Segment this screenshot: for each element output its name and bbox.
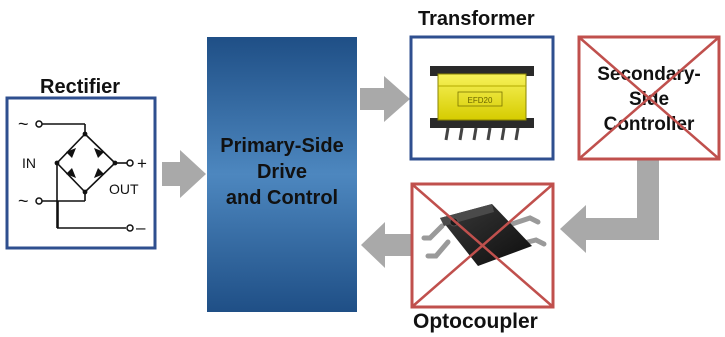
out-label: OUT (109, 181, 139, 197)
arrow-secondary-to-optocoupler (560, 160, 659, 253)
ac-symbol-bottom: ~ (18, 191, 29, 211)
transformer-title: Transformer (418, 8, 535, 30)
ac-symbol-top: ~ (18, 114, 29, 134)
primary-line-1: Primary-Side (220, 135, 343, 157)
cross-out-mark (412, 184, 553, 307)
primary-line-2: Drive (257, 161, 307, 183)
rectifier-box: ~ ~ IN OUT + – (5, 96, 157, 250)
optocoupler-box (410, 182, 555, 309)
arrow-primary-to-transformer (360, 76, 410, 122)
cross-out-mark (579, 37, 719, 159)
transformer-box: EFD20 (409, 35, 555, 161)
arrow-rectifier-to-primary (162, 150, 206, 198)
secondary-line-1: Secondary- (597, 64, 700, 85)
minus-symbol: – (136, 218, 146, 237)
primary-line-3: and Control (226, 187, 338, 209)
primary-side-block: Primary-Side Drive and Control (207, 37, 357, 312)
in-label: IN (22, 155, 36, 171)
optocoupler-title: Optocoupler (413, 310, 538, 333)
plus-symbol: + (137, 154, 147, 173)
rectifier-title: Rectifier (40, 76, 121, 98)
secondary-controller-box: Secondary- Side Controller (577, 35, 721, 161)
arrow-optocoupler-to-primary (361, 222, 411, 268)
transformer-image: EFD20 (430, 66, 534, 141)
transformer-marking: EFD20 (468, 96, 493, 105)
